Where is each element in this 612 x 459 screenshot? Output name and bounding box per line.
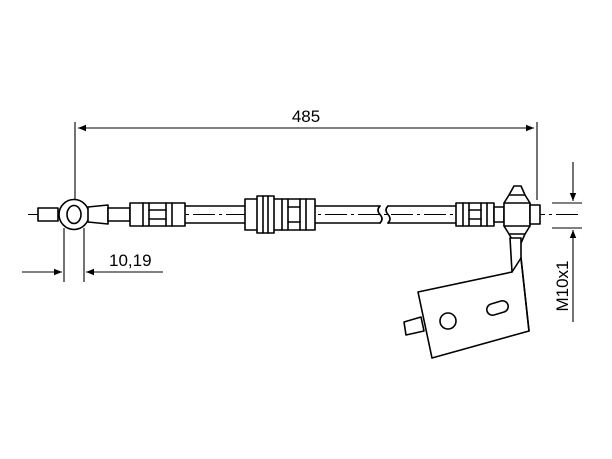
crimp-fitting-right xyxy=(455,202,495,227)
thread-label: M10x1 xyxy=(553,260,572,311)
mount-collar xyxy=(256,195,275,234)
thread-dimension: M10x1 xyxy=(552,162,582,322)
break-mark-right xyxy=(385,205,391,224)
bracket-plate xyxy=(417,237,530,359)
thread-end xyxy=(529,204,541,225)
bracket-slot xyxy=(486,300,509,316)
mounting-bracket xyxy=(403,237,530,359)
banjo-eye-fitting xyxy=(37,198,131,231)
eye-offset-dimension: 10,19 xyxy=(22,228,163,282)
bracket-hole xyxy=(439,312,457,330)
threaded-end-fitting xyxy=(493,185,541,244)
bracket-tab xyxy=(403,316,425,336)
length-label: 485 xyxy=(292,107,320,126)
eye-bore xyxy=(66,204,82,225)
crimp-fitting-left xyxy=(129,202,186,227)
eye-offset-label: 10,19 xyxy=(109,251,152,270)
overall-length-dimension: 485 xyxy=(74,107,538,200)
mid-mounting-sleeve xyxy=(244,195,316,234)
